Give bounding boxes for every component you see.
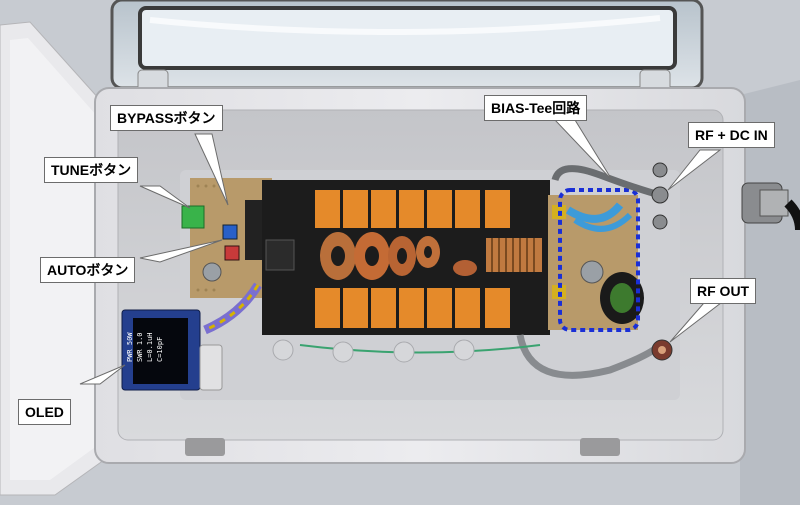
- input-cable: [551, 165, 661, 199]
- svg-text:C=10pF: C=10pF: [156, 337, 164, 362]
- svg-text:SWR 1.0: SWR 1.0: [136, 332, 144, 362]
- mounting-bosses: [272, 339, 475, 363]
- clear-lid: [110, 0, 704, 93]
- tune-button-label: TUNEボタン: [44, 157, 139, 183]
- oled-label: OLED: [18, 399, 71, 425]
- auto-button-label: AUTOボタン: [40, 257, 136, 283]
- bias-tee-pcb: [548, 195, 644, 330]
- rf-out-label: RF OUT: [690, 278, 757, 304]
- svg-text:PWR 50W: PWR 50W: [126, 332, 134, 362]
- bias-tee-highlight: [558, 188, 640, 332]
- output-cable: [516, 334, 663, 379]
- svg-text:L=0.1uH: L=0.1uH: [146, 332, 154, 362]
- bypass-button-label: BYPASSボタン: [110, 105, 223, 131]
- control-pcb: [181, 178, 272, 298]
- rf-dc-in-label: RF + DC IN: [688, 122, 775, 148]
- callout-pointers: [79, 119, 732, 385]
- tuner-board: [262, 180, 550, 335]
- bias-tee-label: BIAS-Tee回路: [484, 95, 588, 121]
- oled-module: PWR 50W SWR 1.0 L=0.1uH C=10pF: [121, 309, 223, 391]
- panel-connectors: [651, 162, 673, 361]
